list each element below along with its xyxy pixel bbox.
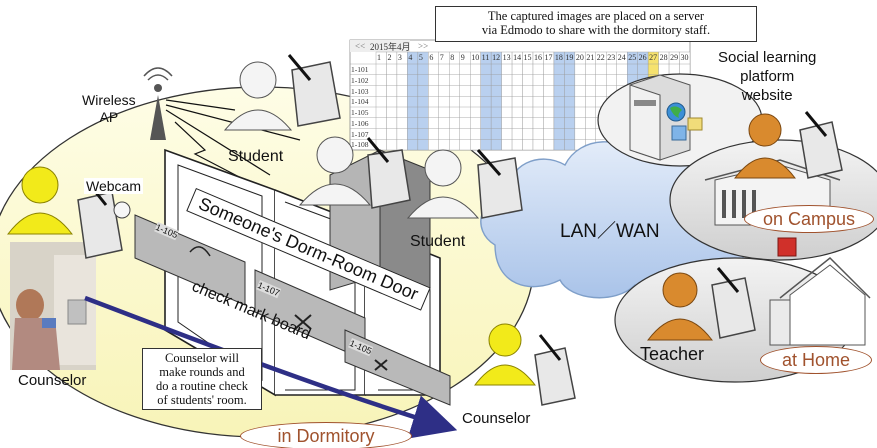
counselor-label-right: Counselor <box>462 410 531 427</box>
calendar-day-label: 28 <box>659 53 668 62</box>
tag-at-home: at Home <box>760 346 872 374</box>
header-note-box: The captured images are placed on a serv… <box>435 6 757 42</box>
calendar-day-label: 2 <box>387 53 392 62</box>
calendar-day-label: 19 <box>565 53 574 62</box>
calendar-day-column <box>490 51 502 151</box>
lan-wan-label: LAN／WAN <box>560 221 660 242</box>
counselor-photo <box>10 242 96 370</box>
calendar-day-column <box>386 51 398 151</box>
calendar-day-column <box>553 51 565 151</box>
calendar-day-label: 13 <box>502 53 511 62</box>
calendar-nav-prev[interactable]: << <box>355 41 366 51</box>
counselor-figure-right <box>473 323 576 406</box>
calendar-day-label: 5 <box>418 53 423 62</box>
calendar-day-label: 6 <box>429 53 434 62</box>
calendar-day-label: 3 <box>397 53 402 62</box>
calendar-day-label: 10 <box>471 53 480 62</box>
wireless-ap-label: Wireless AP <box>82 92 136 125</box>
counselor-label-left: Counselor <box>18 372 87 389</box>
tag-in-dormitory: in Dormitory <box>240 422 412 448</box>
student-label-top: Student <box>228 148 284 165</box>
calendar-day-label: 7 <box>439 53 444 62</box>
routine-note-line-4: of students' room. <box>157 393 247 407</box>
calendar-day-label: 29 <box>670 53 679 62</box>
calendar-day-label: 16 <box>534 53 542 62</box>
calendar-row-label: 1-103 <box>351 86 369 96</box>
calendar-day-label: 20 <box>575 53 584 62</box>
wireless-ap-icon <box>143 67 301 176</box>
calendar-day-label: 21 <box>586 53 595 62</box>
home-house-icon <box>769 237 871 346</box>
student-figure-mid-2 <box>406 149 523 219</box>
calendar-day-label: 11 <box>481 53 490 62</box>
webcam-label: Webcam <box>84 178 143 194</box>
calendar-day-label: 9 <box>460 53 465 62</box>
calendar-day-label: 1 <box>377 53 381 62</box>
calendar-day-label: 4 <box>408 53 413 62</box>
calendar-nav-next[interactable]: >> <box>418 41 429 51</box>
calendar-day-column <box>480 51 492 151</box>
calendar-day-column <box>532 51 544 151</box>
calendar-day-label: 23 <box>607 53 616 62</box>
header-note-line-1: The captured images are placed on a serv… <box>487 9 705 23</box>
routine-note-line-3: do a routine check <box>156 379 248 393</box>
calendar-day-column <box>396 51 408 151</box>
calendar-day-column <box>449 51 460 151</box>
counselor-figure-left <box>6 166 131 259</box>
calendar-day-column <box>459 51 471 151</box>
calendar-day-column <box>543 51 555 151</box>
calendar-day-column <box>428 51 440 151</box>
tag-on-campus: on Campus <box>744 205 874 233</box>
calendar-day-label: 26 <box>638 53 647 62</box>
student-figure-top <box>223 54 341 131</box>
student-label-mid: Student <box>410 233 466 250</box>
calendar-row-label: 1-106 <box>351 118 369 128</box>
header-note-line-2: via Edmodo to share with the dormitory s… <box>481 23 711 37</box>
calendar-day-label: 17 <box>544 53 553 62</box>
routine-note-box: Counselor will make rounds and do a rout… <box>142 348 262 410</box>
server-icon <box>629 74 703 161</box>
teacher-figure-campus <box>733 111 843 179</box>
teacher-figure-home <box>646 267 756 341</box>
calendar-title: 2015年4月 <box>370 42 411 52</box>
calendar-day-column <box>574 51 586 151</box>
calendar-day-column <box>564 51 576 151</box>
teacher-label: Teacher <box>640 344 705 364</box>
calendar-day-column <box>511 51 523 151</box>
calendar-row-label: 1-102 <box>351 75 369 85</box>
calendar-day-label: 18 <box>554 53 563 62</box>
calendar-day-column <box>438 51 450 151</box>
calendar-row-label: 1-104 <box>351 97 369 107</box>
student-figure-mid-1 <box>298 136 411 209</box>
routine-note-line-1: Counselor will <box>165 351 239 365</box>
calendar-day-column <box>470 51 481 151</box>
calendar-day-label: 27 <box>649 53 658 62</box>
calendar-row-label: 1-101 <box>351 65 369 74</box>
calendar-day-column <box>375 51 387 151</box>
calendar-day-label: 14 <box>513 53 522 62</box>
wireless-link-zigzag <box>174 121 246 181</box>
calendar-day-column <box>501 51 513 151</box>
calendar-day-label: 22 <box>596 53 605 62</box>
calendar-day-label: 24 <box>617 53 626 62</box>
calendar-day-column <box>585 51 596 151</box>
calendar-day-label: 25 <box>628 53 637 62</box>
calendar-day-column <box>522 51 534 151</box>
calendar-day-label: 8 <box>450 53 455 62</box>
calendar-day-column <box>417 51 429 151</box>
calendar-row-label: 1-105 <box>351 108 369 117</box>
routine-note-line-2: make rounds and <box>159 365 245 379</box>
calendar-row-label: 1-108 <box>351 140 369 150</box>
calendar-day-label: 15 <box>523 53 532 62</box>
calendar-day-column <box>407 51 419 151</box>
calendar-row-label: 1-107 <box>351 129 369 139</box>
social-platform-label: Social learning platform website <box>718 49 817 104</box>
calendar-day-label: 30 <box>680 53 689 62</box>
calendar-day-label: 12 <box>492 53 501 62</box>
